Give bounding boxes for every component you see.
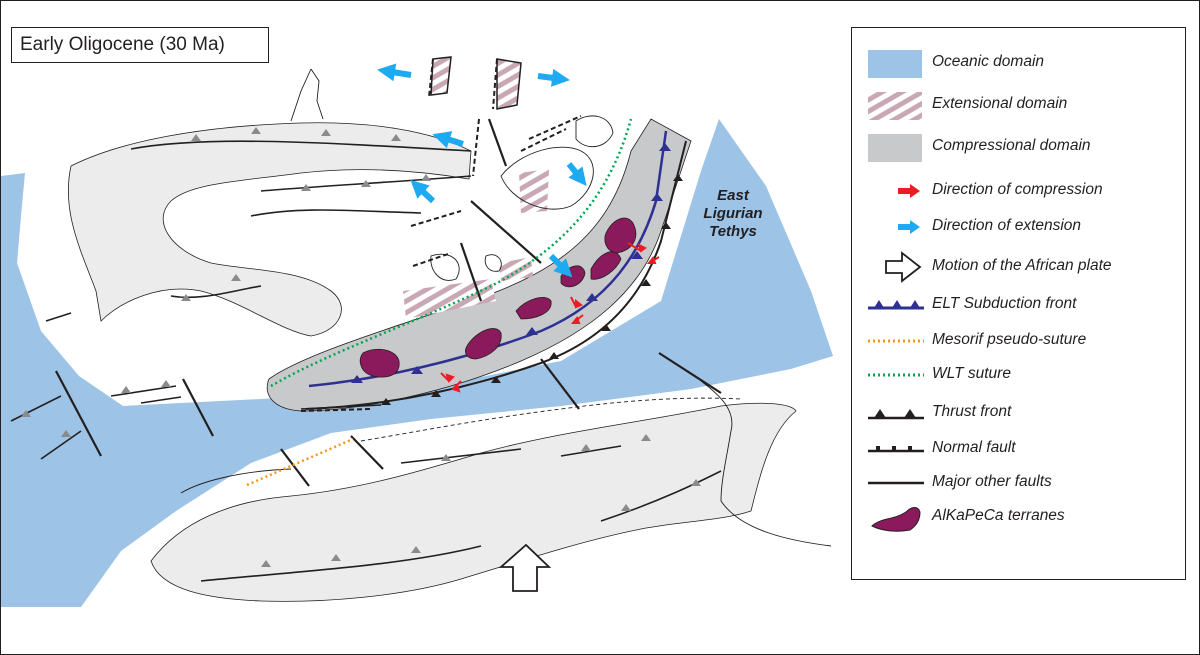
ocean-label-line2: Ligurian [703,205,763,222]
legend-item-subduction: ELT Subduction front [852,288,1185,322]
extensional-domain-east [499,257,533,281]
normal-fault-line-icon [868,446,924,453]
legend-item-terranes: AlKaPeCa terranes [852,500,1185,534]
legend-item-major-faults: Major other faults [852,466,1185,500]
red-arrow-icon [898,184,920,198]
coastlines [180,68,832,547]
african-plate-arrow [498,543,552,592]
legend-item-compressional: Compressional domain [852,130,1185,164]
legend-item-african-plate: Motion of the African plate [852,250,1185,284]
legend-label: Motion of the African plate [932,257,1112,274]
fault-lines [10,140,722,582]
orange-dotted-line-icon [868,339,924,343]
light-compressional-north [67,122,472,337]
legend-item-normal-fault: Normal fault [852,432,1185,466]
legend-item-compression: Direction of compression [852,174,1185,208]
legend-label: Direction of extension [932,217,1082,234]
ocean-label-line3: Tethys [709,223,757,240]
extensional-domain-south [403,279,496,319]
oceanic-swatch-icon [868,50,922,78]
fault-line-icon [868,481,924,485]
thrust-front-main [305,140,687,410]
legend-label: ELT Subduction front [932,295,1077,312]
legend-item-extensional: Extensional domain [852,88,1185,122]
legend-label: Thrust front [932,403,1012,420]
thrust-line-icon [868,409,924,420]
extensional-domain-north-1 [430,56,452,96]
map-title: Early Oligocene (30 Ma) [11,27,269,63]
compression-arrows [440,242,660,393]
legend-label: Normal fault [932,439,1016,456]
legend-item-wlt: WLT suture [852,358,1185,392]
thrust-teeth [381,174,683,405]
extensional-domain-north-2 [496,58,522,110]
extensional-domain-corsica [519,169,549,213]
light-compressional-south [150,402,797,602]
subduction-line-icon [868,300,924,310]
legend-item-mesorif: Mesorif pseudo-suture [852,324,1185,358]
legend-label: Mesorif pseudo-suture [932,331,1087,348]
oceanic-domain-west [1,119,833,607]
legend-label: AlKaPeCa terranes [932,507,1065,524]
alkapeca-terranes [359,217,637,378]
legend: Oceanic domain Extensional domain Compre… [851,27,1186,580]
legend-item-extension: Direction of extension [852,210,1185,244]
ocean-label: East Ligurian Tethys [698,187,768,241]
legend-label: Major other faults [932,473,1052,490]
extensional-swatch-icon [868,92,922,120]
legend-label: Direction of compression [932,181,1103,198]
legend-label: Extensional domain [932,95,1068,112]
mesorif-pseudo-suture [246,437,354,487]
legend-item-thrust: Thrust front [852,396,1185,430]
major-faults [55,118,722,487]
normal-faults [300,58,582,412]
legend-item-oceanic: Oceanic domain [852,46,1185,80]
ocean-label-line1: East [717,187,749,204]
extension-arrows [377,63,587,278]
blue-arrow-icon [898,220,920,234]
legend-label: Oceanic domain [932,53,1045,70]
green-dotted-line-icon [868,373,924,377]
legend-label: Compressional domain [932,137,1091,154]
grey-thrust-teeth [21,127,701,567]
terrane-shape-icon [871,507,921,532]
legend-label: WLT suture [932,365,1011,382]
hollow-arrow-icon [885,251,922,283]
compressional-swatch-icon [868,134,922,162]
